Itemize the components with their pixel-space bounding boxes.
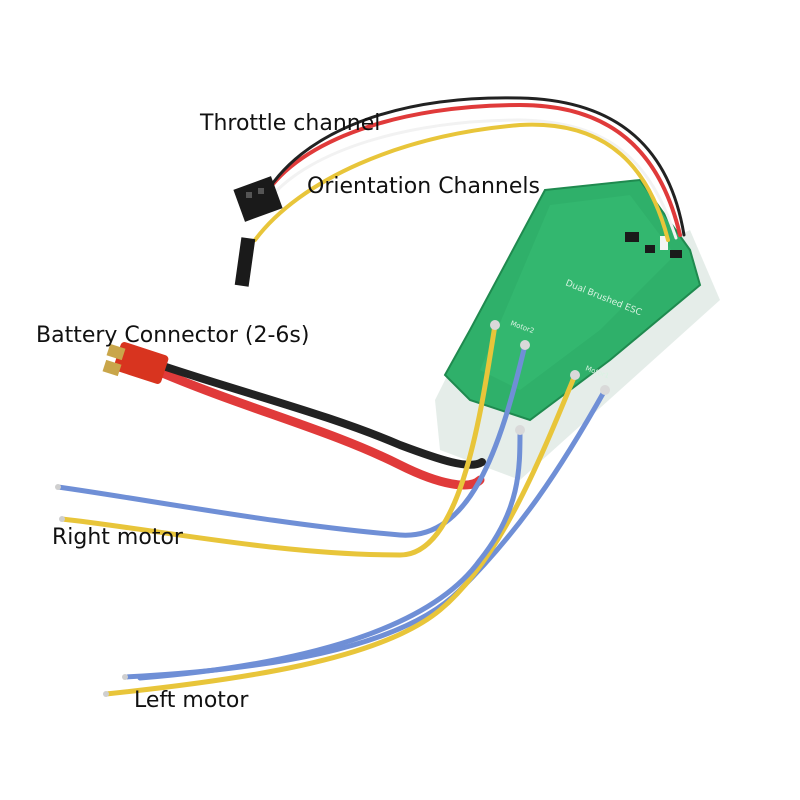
battery-wire-black <box>156 361 486 469</box>
label-battery-connector: Battery Connector (2-6s) <box>36 323 310 348</box>
solder-pads <box>490 320 610 435</box>
right-motor-wire-yellow <box>59 322 498 558</box>
left-motor-wire-blue-2 <box>137 427 523 681</box>
right-motor-wire-blue <box>55 342 528 538</box>
battery-wire-red <box>155 367 485 490</box>
signal-wire-black <box>260 96 686 237</box>
wire-tips <box>55 484 128 697</box>
signal-wire-red <box>263 102 682 237</box>
signal-wires <box>253 96 686 242</box>
board-components <box>625 232 682 258</box>
left-motor-wire-yellow <box>103 372 578 697</box>
signal-wire-white <box>268 118 678 240</box>
label-right-motor: Right motor <box>52 525 183 550</box>
battery-connector <box>102 342 169 384</box>
throttle-plug <box>233 176 283 222</box>
battery-wires <box>155 361 486 490</box>
orientation-plug <box>234 237 256 287</box>
label-orientation-channels: Orientation Channels <box>307 174 540 199</box>
label-left-motor: Left motor <box>134 688 249 713</box>
label-throttle-channel: Throttle channel <box>200 111 381 136</box>
motor-wires <box>55 322 608 697</box>
signal-wire-yellow <box>253 122 670 242</box>
